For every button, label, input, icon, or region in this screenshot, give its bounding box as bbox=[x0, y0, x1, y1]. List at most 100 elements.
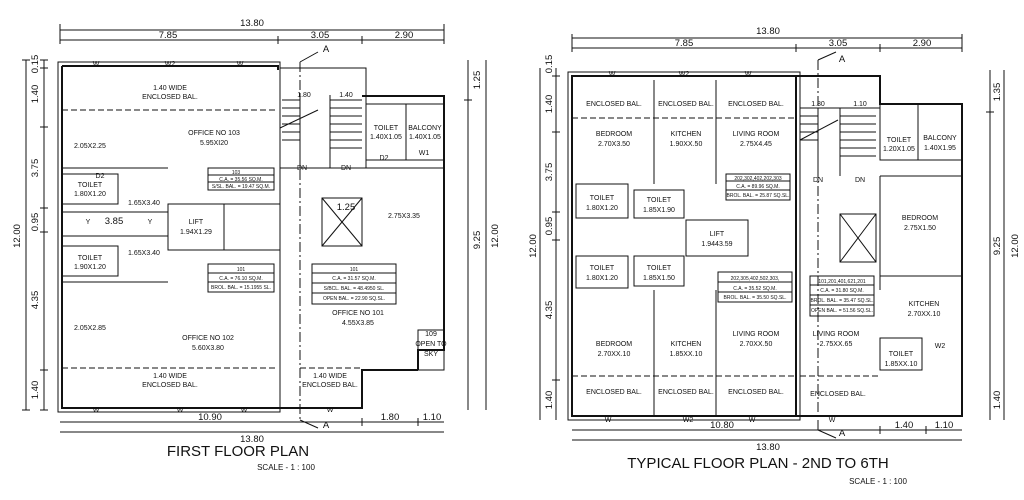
first-floor-text: 13.80 7.85 3.05 2.90 10.90 1.80 1.10 13.… bbox=[12, 18, 501, 472]
dim2-top-c: 2.90 bbox=[913, 38, 932, 49]
enc-bot-l1: 1.40 WIDE bbox=[153, 373, 187, 380]
balcony-size: 1.40X1.05 bbox=[409, 134, 441, 141]
lift-name: LIFT bbox=[189, 219, 204, 226]
bottom-dimensions bbox=[60, 418, 444, 433]
dim-right-b: 9.25 bbox=[472, 231, 483, 250]
win2-top-1: W bbox=[609, 71, 616, 78]
plan-title-first: FIRST FLOOR PLAN bbox=[167, 443, 309, 460]
dim-top-total: 13.80 bbox=[240, 18, 264, 29]
toilc-name: TOILET bbox=[590, 265, 615, 272]
bed2-size: 2.70XX.10 bbox=[598, 351, 631, 358]
dim2-left-e: 4.35 bbox=[544, 301, 555, 320]
dim2-left-b: 1.40 bbox=[544, 95, 555, 114]
stair-dn-1: DN bbox=[297, 165, 307, 172]
box102-l1: 101 bbox=[237, 267, 246, 273]
box102-l2: C.A. = 76.10 SQ.M. bbox=[219, 276, 263, 282]
dim-right-a: 1.25 bbox=[472, 71, 483, 90]
box101-l1: 101 bbox=[350, 267, 359, 273]
dim2-right-b: 9.25 bbox=[992, 237, 1003, 256]
stair2-dn-2: DN bbox=[855, 177, 865, 184]
toild-size: 1.85X1.50 bbox=[643, 275, 675, 282]
liv3-name: LIVING ROOM bbox=[813, 331, 860, 338]
dim2-bottom-b: 1.40 bbox=[895, 420, 914, 431]
office101-name: OFFICE NO 101 bbox=[332, 310, 384, 317]
win-top-3: W bbox=[237, 61, 244, 68]
box-c-l4: OPEN BAL. = 51.56 SQ.SL. bbox=[811, 308, 873, 314]
info-box-c bbox=[809, 275, 875, 317]
office103-size: 5.95XI20 bbox=[200, 140, 228, 147]
info-box-101 bbox=[311, 263, 397, 305]
toilet2-size: 1.90X1.20 bbox=[74, 264, 106, 271]
bed1-name: BEDROOM bbox=[596, 131, 632, 138]
win2-bot-1: W bbox=[605, 417, 612, 424]
toilet1-name: TOILET bbox=[78, 182, 103, 189]
space-5: 2.75X3.35 bbox=[388, 213, 420, 220]
v-mark-2: Y bbox=[148, 219, 153, 226]
dim-left-e: 4.35 bbox=[30, 291, 41, 310]
stair-d2: D2 bbox=[380, 155, 389, 162]
room-partitions-2 bbox=[572, 80, 963, 416]
enc2-7: ENCLOSED BAL. bbox=[810, 391, 866, 398]
win2-bot-4: W bbox=[829, 417, 836, 424]
balc2-size: 1.40X1.95 bbox=[924, 145, 956, 152]
box-c-l2: C.A. = 31.80 SQ.M. bbox=[820, 288, 864, 294]
enc2-2: ENCLOSED BAL. bbox=[658, 101, 714, 108]
space-2: 1.65X3.40 bbox=[128, 200, 160, 207]
liv3-size: 2.75XX.65 bbox=[820, 341, 853, 348]
opensky-l3: SKY bbox=[424, 351, 438, 358]
win-bot-2: W bbox=[177, 407, 184, 414]
kit3-size: 2.70XX.10 bbox=[908, 311, 941, 318]
box103-l3: S/SL. BAL. = 19.47 SQ.M. bbox=[212, 184, 270, 190]
dim-left-b: 1.40 bbox=[30, 85, 41, 104]
bed3-size: 2.75X1.50 bbox=[904, 225, 936, 232]
toilb-size: 1.85X1.90 bbox=[643, 207, 675, 214]
box-c-l3: BROL. BAL. = 35.47 SQ.SL. bbox=[811, 298, 874, 304]
section-a-bottom: A bbox=[323, 420, 330, 431]
toilb-name: TOILET bbox=[647, 197, 672, 204]
dim2-top-a: 7.85 bbox=[675, 38, 694, 49]
enc-bot2-l1: 1.40 WIDE bbox=[313, 373, 347, 380]
bed2-name: BEDROOM bbox=[596, 341, 632, 348]
top-dimensions bbox=[59, 24, 445, 44]
enc2-1: ENCLOSED BAL. bbox=[586, 101, 642, 108]
section-a-top: A bbox=[323, 44, 330, 55]
enc2-5: ENCLOSED BAL. bbox=[658, 389, 714, 396]
stair-dn-2: DN bbox=[341, 165, 351, 172]
liv2-size: 2.70XX.50 bbox=[740, 341, 773, 348]
dim2-bottom-c: 1.10 bbox=[935, 420, 954, 431]
box-a-l2: C.A. = 89.96 SQ.M. bbox=[736, 184, 780, 190]
v-mark-1: Y bbox=[86, 219, 91, 226]
dim-bottom-total: 13.80 bbox=[240, 434, 264, 445]
win-w1: W1 bbox=[419, 150, 430, 157]
dim-left-a: 0.15 bbox=[30, 55, 41, 74]
toilet3-name: TOILET bbox=[374, 125, 399, 132]
right-dimensions-2 bbox=[986, 70, 1005, 420]
left-dimensions-2 bbox=[539, 68, 560, 420]
liv1-size: 2.75X4.45 bbox=[740, 141, 772, 148]
plan-title-typical: TYPICAL FLOOR PLAN - 2ND TO 6TH bbox=[627, 455, 888, 472]
win-bot-3: W bbox=[241, 407, 248, 414]
toila-name: TOILET bbox=[590, 195, 615, 202]
enc-bot2-l2: ENCLOSED BAL. bbox=[302, 382, 358, 389]
space-3: 1.65X3.40 bbox=[128, 250, 160, 257]
dim-bottom-b: 1.80 bbox=[381, 412, 400, 423]
dim-left-d: 0.95 bbox=[30, 213, 41, 232]
door-d2: D2 bbox=[96, 173, 105, 180]
top-dimensions-2 bbox=[571, 34, 963, 52]
shaft-dim: 1.25 bbox=[337, 202, 356, 213]
win2-bot-2: W2 bbox=[683, 417, 694, 424]
dim-bottom-c: 1.10 bbox=[423, 412, 442, 423]
typical-floor-plan bbox=[539, 34, 1005, 441]
opensky-l1: 109 bbox=[425, 331, 437, 338]
enc-top-l2: ENCLOSED BAL. bbox=[142, 94, 198, 101]
bed3-name: BEDROOM bbox=[902, 215, 938, 222]
win2-top-3: W bbox=[745, 71, 752, 78]
dim2-left-d: 0.95 bbox=[544, 217, 555, 236]
balcony-name: BALCONY bbox=[408, 125, 442, 132]
stair-dim-2: 1.40 bbox=[339, 92, 353, 99]
dim2-left-total: 12.00 bbox=[528, 234, 539, 258]
info-box-b bbox=[717, 271, 793, 303]
bottom-dimensions-2 bbox=[572, 426, 962, 441]
toild-name: TOILET bbox=[647, 265, 672, 272]
